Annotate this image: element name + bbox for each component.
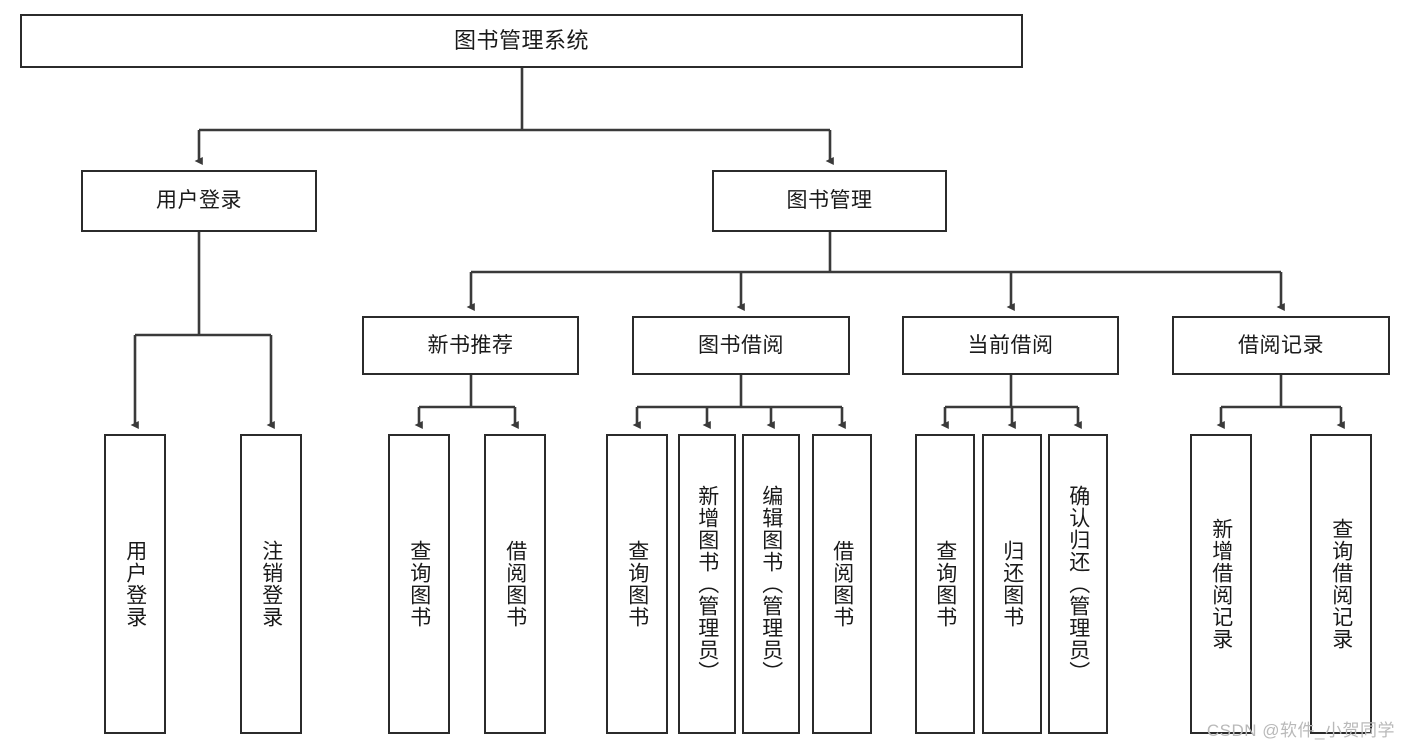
node-leaf-query-rec[interactable]: 查询借阅记录 <box>1310 434 1372 734</box>
watermark-label: CSDN @软件_小贺同学 <box>1206 721 1395 740</box>
node-label-leaf-query-1: 查询图书 <box>407 540 431 628</box>
node-label-leaf-logout: 注销登录 <box>259 540 283 628</box>
node-label-leaf-edit-book: 编辑图书（管理员） <box>759 485 783 683</box>
node-leaf-edit-book[interactable]: 编辑图书（管理员） <box>742 434 800 734</box>
node-label-current-borrow: 当前借阅 <box>967 333 1054 357</box>
node-label-leaf-query-2: 查询图书 <box>625 540 649 628</box>
node-label-user-login: 用户登录 <box>156 189 242 213</box>
node-label-leaf-return: 归还图书 <box>1000 540 1024 628</box>
node-label-new-book-rec: 新书推荐 <box>427 333 514 357</box>
node-borrow-record[interactable]: 借阅记录 <box>1172 316 1390 375</box>
node-leaf-borrow-2[interactable]: 借阅图书 <box>812 434 872 734</box>
node-label-leaf-query-rec: 查询借阅记录 <box>1329 518 1353 650</box>
node-label-leaf-add-book: 新增图书（管理员） <box>695 485 719 683</box>
node-new-book-rec[interactable]: 新书推荐 <box>362 316 579 375</box>
node-leaf-query-1[interactable]: 查询图书 <box>388 434 450 734</box>
node-label-book-manage: 图书管理 <box>786 189 873 213</box>
node-leaf-return[interactable]: 归还图书 <box>982 434 1042 734</box>
node-leaf-query-3[interactable]: 查询图书 <box>915 434 975 734</box>
node-leaf-user-login[interactable]: 用户登录 <box>104 434 166 734</box>
node-label-leaf-query-3: 查询图书 <box>933 540 957 628</box>
node-book-borrow[interactable]: 图书借阅 <box>632 316 850 375</box>
node-leaf-add-rec[interactable]: 新增借阅记录 <box>1190 434 1252 734</box>
node-book-manage[interactable]: 图书管理 <box>712 170 947 232</box>
node-leaf-add-book[interactable]: 新增图书（管理员） <box>678 434 736 734</box>
node-label-leaf-user-login: 用户登录 <box>123 540 147 628</box>
node-leaf-query-2[interactable]: 查询图书 <box>606 434 668 734</box>
node-label-leaf-confirm: 确认归还（管理员） <box>1066 485 1090 683</box>
node-label-borrow-record: 借阅记录 <box>1238 333 1324 357</box>
node-user-login[interactable]: 用户登录 <box>81 170 317 232</box>
node-leaf-borrow-1[interactable]: 借阅图书 <box>484 434 546 734</box>
node-leaf-confirm[interactable]: 确认归还（管理员） <box>1048 434 1108 734</box>
node-root[interactable]: 图书管理系统 <box>20 14 1023 68</box>
node-label-leaf-borrow-1: 借阅图书 <box>503 540 527 628</box>
node-label-book-borrow: 图书借阅 <box>698 333 784 357</box>
node-leaf-logout[interactable]: 注销登录 <box>240 434 302 734</box>
node-current-borrow[interactable]: 当前借阅 <box>902 316 1119 375</box>
node-label-root: 图书管理系统 <box>453 27 589 53</box>
node-label-leaf-add-rec: 新增借阅记录 <box>1209 518 1233 650</box>
node-label-leaf-borrow-2: 借阅图书 <box>830 540 854 628</box>
